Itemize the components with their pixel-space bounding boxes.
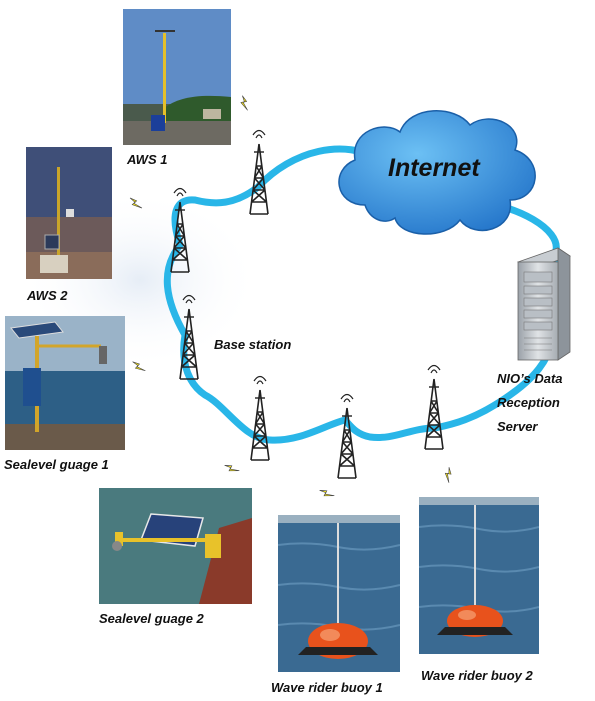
base-station-label: Base station [214,337,292,352]
buoy2-photo [419,497,539,654]
tower-buoy2 [424,364,444,450]
sealevel1-photo [5,316,125,450]
lightning-sealevel2-icon [224,460,240,476]
tower-sealevel2 [250,375,270,461]
server-label-line3: Server [497,419,538,434]
sealevel1-label: Sealevel guage 1 [4,457,109,472]
lightning-aws1-icon [237,95,253,111]
lightning-buoy2-icon [441,466,457,484]
aws1-label: AWS 1 [127,152,168,167]
sealevel2-photo [99,488,252,604]
internet-label: Internet [388,154,480,182]
aws2-photo [26,147,112,279]
tower-buoy1 [337,393,357,479]
sealevel2-label: Sealevel guage 2 [99,611,204,626]
internet-cloud [338,110,536,235]
server-label-line1: NIO’s Data [497,371,563,386]
buoy1-label: Wave rider buoy 1 [271,680,383,695]
tower-aws1 [249,129,269,215]
buoy2-label: Wave rider buoy 2 [421,668,533,683]
aws2-label: AWS 2 [27,288,68,303]
lightning-buoy1-icon [319,485,335,501]
aws1-photo [123,9,231,145]
buoy1-photo [278,515,400,672]
server-icon [517,247,571,361]
server-label-line2: Reception [497,395,560,410]
